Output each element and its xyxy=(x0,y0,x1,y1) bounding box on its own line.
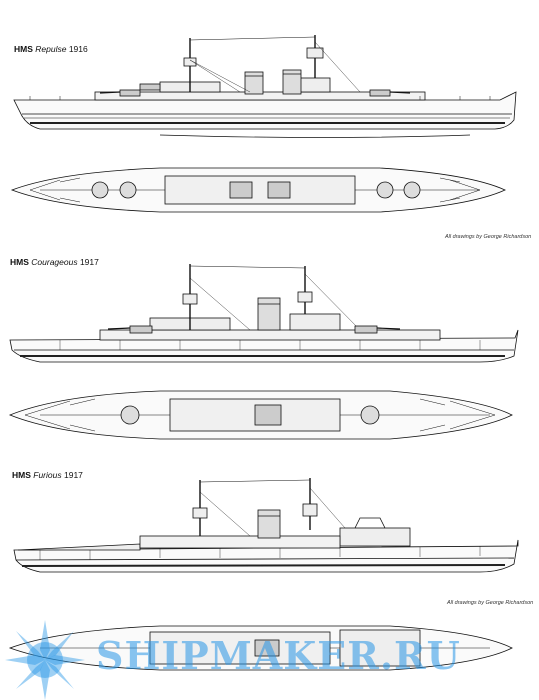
courageous-prefix: HMS xyxy=(10,257,29,267)
watermark-compass-logo xyxy=(5,620,85,700)
repulse-plan xyxy=(10,167,506,213)
courageous-caption: HMS Courageous 1917 xyxy=(10,257,99,267)
furious-profile xyxy=(13,478,519,573)
repulse-credit: All drawings by George Richardson xyxy=(445,234,532,240)
courageous-year: 1917 xyxy=(79,257,99,267)
furious-year: 1917 xyxy=(63,470,83,480)
courageous-name: Courageous xyxy=(31,257,78,267)
furious-credit: All drawings by George Richardson xyxy=(447,600,534,606)
repulse-year: 1916 xyxy=(68,44,88,54)
furious-name: Furious xyxy=(33,470,62,480)
repulse-name: Repulse xyxy=(35,44,67,54)
watermark-text: SHIPMAKER.RU xyxy=(96,633,461,678)
courageous-profile xyxy=(9,264,519,363)
furious-plan xyxy=(8,625,513,671)
furious-prefix: HMS xyxy=(12,470,31,480)
furious-caption: HMS Furious 1917 xyxy=(12,470,83,480)
repulse-prefix: HMS xyxy=(14,44,33,54)
repulse-caption: HMS Repulse 1916 xyxy=(14,44,88,54)
repulse-profile xyxy=(13,35,517,138)
courageous-plan xyxy=(8,390,513,440)
